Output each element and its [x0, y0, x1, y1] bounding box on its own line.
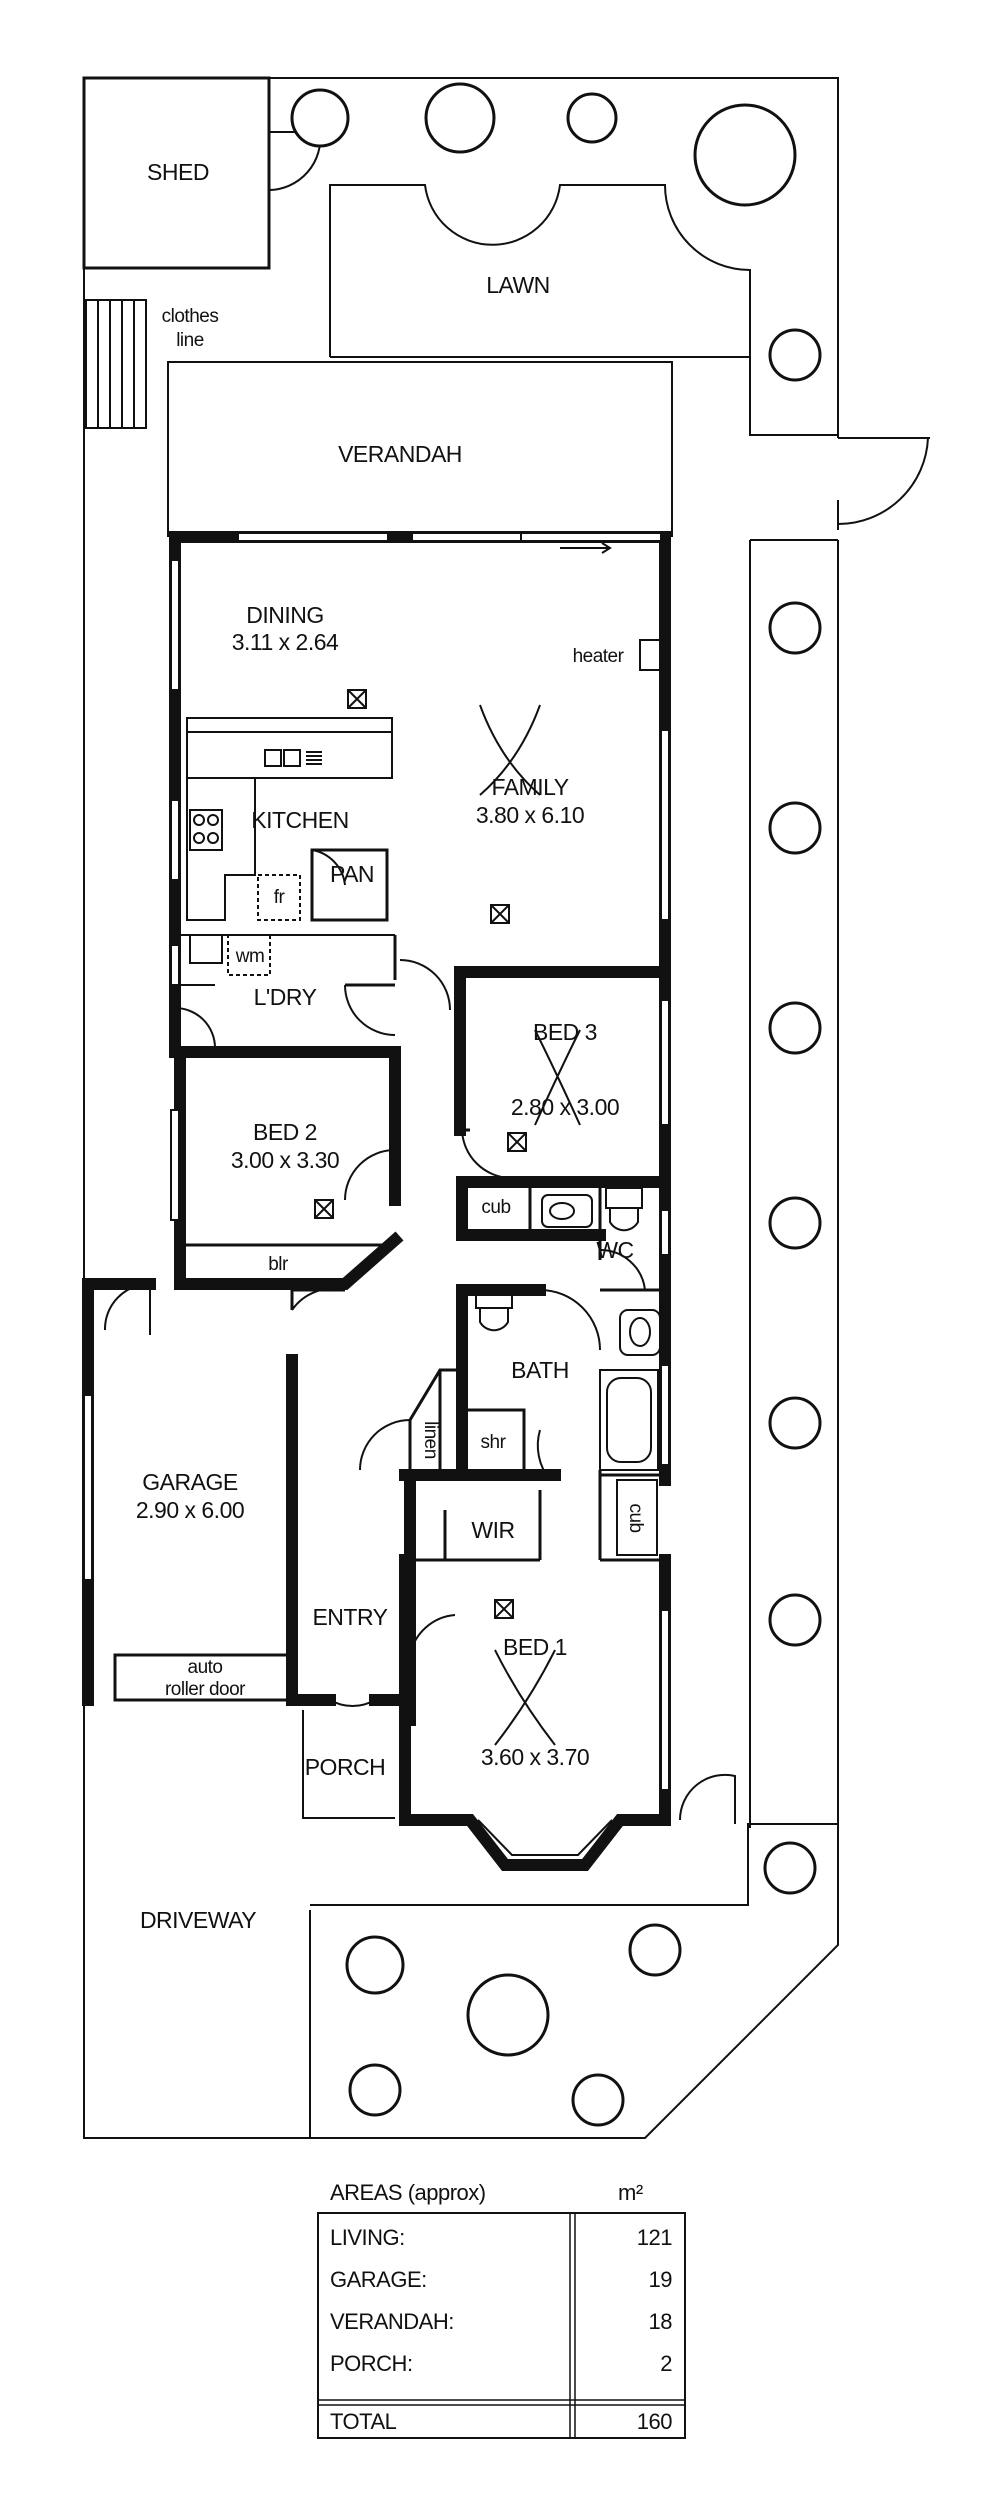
family-size: 3.80 x 6.10: [476, 802, 584, 828]
side-gate: [750, 437, 930, 541]
doors: [103, 959, 736, 1824]
bath-label: BATH: [511, 1357, 569, 1383]
dining-size: 3.11 x 2.64: [232, 629, 339, 655]
bed3-size: 2.80 x 3.00: [511, 1094, 619, 1120]
area-row-value: 18: [649, 2309, 673, 2334]
areas-header-unit: m²: [618, 2180, 643, 2205]
ceiling-lights: [314, 689, 527, 1619]
bath-fixtures: [475, 1187, 661, 1556]
entry-label: ENTRY: [312, 1604, 387, 1630]
garage-size: 2.90 x 6.00: [136, 1497, 244, 1523]
area-row-value: 121: [637, 2225, 672, 2250]
driveway-label: DRIVEWAY: [140, 1907, 256, 1933]
heater-unit: [639, 639, 661, 671]
right-strip: [749, 540, 839, 1828]
clothes-line-label-1: clothes: [162, 306, 219, 327]
sliding-door: [560, 542, 612, 554]
bed1-label: BED 1: [503, 1634, 567, 1660]
area-row-label: GARAGE:: [330, 2267, 427, 2292]
bed3-label: BED 3: [533, 1019, 597, 1045]
lawn: [329, 184, 838, 436]
laundry-label: L'DRY: [254, 984, 317, 1010]
ceiling-fans: [479, 704, 581, 1746]
blr-label: blr: [268, 1254, 289, 1275]
dining-label: DINING: [246, 602, 324, 628]
fridge-label: fr: [274, 887, 286, 908]
shr-label: shr: [481, 1432, 507, 1453]
roller-door-label-2: roller door: [165, 1679, 246, 1700]
heater-label: heater: [573, 646, 625, 667]
area-row-label: PORCH:: [330, 2351, 413, 2376]
wm-label: wm: [235, 946, 265, 967]
area-row-value: 19: [649, 2267, 673, 2292]
linen-label: linen: [420, 1421, 441, 1459]
area-row-label: LIVING:: [330, 2225, 405, 2250]
bed2-size: 3.00 x 3.30: [231, 1147, 339, 1173]
trees: [290, 82, 822, 2127]
wir-label: WIR: [471, 1517, 514, 1543]
verandah-label: VERANDAH: [338, 441, 462, 467]
areas-header-label: AREAS (approx): [330, 2180, 486, 2205]
porch-label: PORCH: [305, 1754, 386, 1780]
family-label: FAMILY: [491, 774, 568, 800]
cub2-label: cub: [625, 1503, 646, 1532]
cub1-label: cub: [481, 1197, 510, 1218]
kitchen-label: KITCHEN: [251, 807, 348, 833]
kitchen-fixtures: [186, 717, 393, 976]
pan-label: PAN: [330, 861, 374, 887]
clothes-line: [85, 299, 147, 429]
front-garden: [309, 1823, 838, 2138]
verandah: [167, 361, 673, 537]
clothes-line-label-2: line: [176, 330, 204, 351]
garage-label: GARAGE: [142, 1469, 238, 1495]
area-row-value: 2: [660, 2351, 672, 2376]
wc-label: WC: [596, 1237, 633, 1263]
bed1-size: 3.60 x 3.70: [481, 1744, 589, 1770]
total-label: TOTAL: [330, 2409, 397, 2434]
shed-label: SHED: [147, 159, 209, 185]
lawn-label: LAWN: [486, 272, 550, 298]
windows: [83, 532, 670, 1791]
bed2-label: BED 2: [253, 1119, 317, 1145]
total-value: 160: [637, 2409, 672, 2434]
area-row-label: VERANDAH:: [330, 2309, 454, 2334]
roller-door-label-1: auto: [188, 1657, 223, 1678]
